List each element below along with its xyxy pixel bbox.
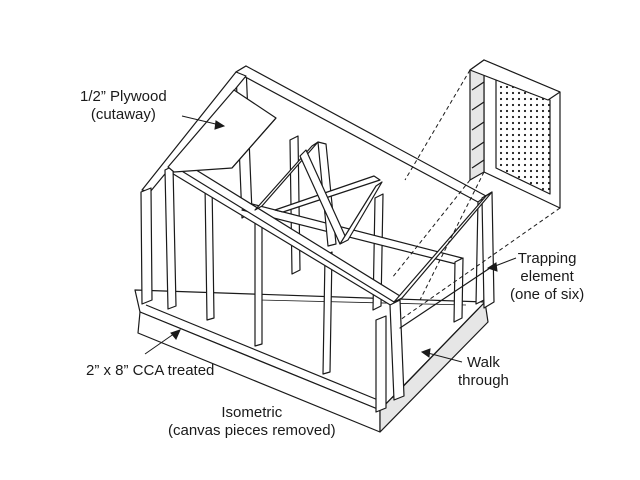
post-front-left (140, 187, 153, 305)
label-view: Isometric (canvas pieces removed) (168, 404, 336, 440)
trap-top-lip (469, 59, 561, 101)
post-front-left-inner (164, 165, 177, 310)
label-walk: Walk through (458, 354, 509, 390)
label-trapping-line1: Trapping (517, 250, 577, 267)
front-posts (140, 165, 495, 413)
back-frame (141, 65, 487, 305)
label-trapping-line3: (one of six) (510, 286, 585, 303)
leader-lines (144, 115, 517, 363)
post-right-back (481, 191, 495, 309)
label-trapping: Trapping element (one of six) (510, 250, 584, 304)
label-lumber-line1: 2” x 8” CCA treated (86, 362, 215, 379)
label-walk-line2: through (458, 372, 509, 389)
label-walk-line1: Walk (467, 354, 500, 371)
stud-1 (204, 181, 215, 321)
brace-e (339, 181, 383, 245)
leader-walk (423, 351, 463, 363)
label-view-line2: (canvas pieces removed) (168, 422, 336, 439)
trapping-element (469, 59, 561, 209)
rail-right-top (393, 191, 493, 303)
stud-4 (322, 251, 333, 375)
label-plywood-line2: (cutaway) (90, 106, 156, 123)
label-trapping-line2: element (520, 268, 574, 285)
post-right-mid (453, 257, 464, 323)
projection-lines (391, 69, 561, 321)
label-plywood-line1: 1/2” Plywood (80, 88, 167, 105)
label-view-line1: Isometric (221, 404, 283, 421)
brace-c (274, 175, 381, 213)
post-front-right-outer (375, 315, 387, 413)
stud-2 (254, 208, 263, 347)
cross-braces (254, 141, 383, 247)
label-plywood: 1/2” Plywood (cutaway) (80, 88, 167, 124)
label-lumber: 2” x 8” CCA treated (86, 362, 214, 380)
post-front-right (389, 299, 405, 401)
